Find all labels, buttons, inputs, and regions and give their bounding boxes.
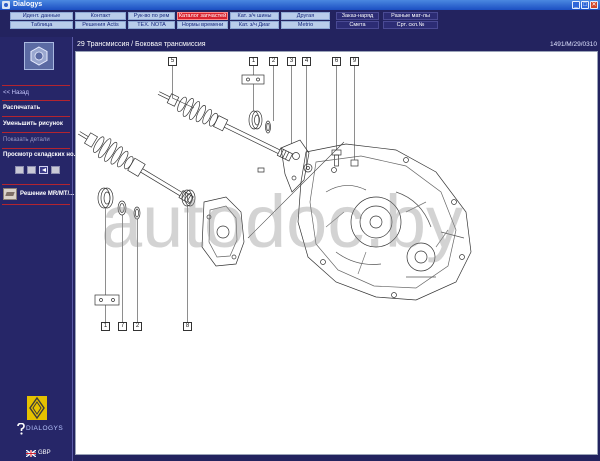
tab-parts-catalog[interactable]: Каталог запчастей — [177, 12, 228, 20]
tab-stock-number[interactable]: Срт. скл.№ — [383, 21, 438, 29]
gearbox-housing — [297, 143, 472, 301]
renault-diamond-icon — [27, 396, 47, 420]
separator — [2, 148, 70, 149]
lower-ring-7 — [117, 200, 127, 216]
separator — [2, 204, 70, 205]
tab-ident-data[interactable]: Идент. данные — [10, 12, 73, 20]
exploded-diagram[interactable]: 5 1 2 3 4 6 9 1 7 2 8 autodoc.by — [75, 51, 598, 455]
hex-nut-icon[interactable] — [24, 42, 54, 70]
pager-page[interactable] — [27, 166, 36, 174]
pager-page[interactable] — [51, 166, 60, 174]
callout-label[interactable]: 7 — [118, 322, 127, 331]
lower-bearing — [97, 187, 114, 209]
bearing-bracket — [280, 139, 310, 193]
tab-actis-solutions[interactable]: Решения Actis — [75, 21, 126, 29]
lower-ring-2 — [133, 206, 141, 220]
tab-labour-times[interactable]: Нормы времени — [177, 21, 228, 29]
back-link[interactable]: << Назад — [3, 90, 29, 96]
minimize-button[interactable]: _ — [572, 1, 580, 9]
upper-driveshaft — [157, 91, 293, 162]
tab-other[interactable]: Другая — [281, 12, 330, 20]
callout-label[interactable]: 1 — [101, 322, 110, 331]
tab-repair-manual[interactable]: Рук-во по рем — [128, 12, 175, 20]
leader-lines — [105, 66, 355, 322]
zoom-out-link[interactable]: Уменьшить рисунок — [3, 121, 63, 127]
callout-label[interactable]: 9 — [350, 57, 359, 66]
callout-label[interactable]: 5 — [168, 57, 177, 66]
callout-label[interactable]: 1 — [249, 57, 258, 66]
show-details-link[interactable]: Показать детали — [3, 137, 50, 143]
content-header: 29 Трансмиссия / Боковая трансмиссия 149… — [73, 37, 600, 51]
title-bar: Dialogys _ □ ✕ — [0, 0, 600, 10]
tab-tech-note[interactable]: TEX. NOTA — [128, 21, 175, 29]
diagram-drawing — [78, 66, 472, 322]
upper-bearing — [248, 110, 263, 130]
separator — [2, 184, 70, 185]
tab-diag-catalog[interactable]: Кат. з/ч Диаг — [230, 21, 279, 29]
uk-flag-icon[interactable] — [26, 450, 36, 457]
separator — [2, 85, 70, 86]
callout-label[interactable]: 2 — [133, 322, 142, 331]
window-title: Dialogys — [13, 1, 43, 8]
print-link[interactable]: Распечатать — [3, 105, 41, 111]
callout-label[interactable]: 6 — [332, 57, 341, 66]
tab-table[interactable]: Таблица — [10, 21, 73, 29]
close-button[interactable]: ✕ — [590, 1, 598, 9]
tab-tyres-catalog[interactable]: Кат. з/ч шины — [230, 12, 279, 20]
sidebar: << Назад Распечатать Уменьшить рисунок П… — [0, 37, 79, 461]
solution-link[interactable]: Решение MR/MT/... — [20, 191, 75, 197]
pager-page[interactable] — [39, 166, 48, 174]
separator — [2, 100, 70, 101]
separator — [2, 116, 70, 117]
drawing-code: 1491/M/29/0310 — [550, 41, 597, 48]
tab-metrio[interactable]: Metrio — [281, 21, 330, 29]
app-icon — [2, 1, 10, 9]
lower-driveshaft — [78, 131, 194, 205]
pager-page[interactable] — [15, 166, 24, 174]
dialogys-mark-icon — [17, 423, 25, 435]
callout-label[interactable]: 8 — [183, 322, 192, 331]
page-title: 29 Трансмиссия / Боковая трансмиссия — [77, 41, 206, 48]
tab-estimate[interactable]: Смета — [336, 21, 379, 29]
tab-misc-materials[interactable]: Разные мат-лы — [383, 12, 438, 20]
upper-ring — [265, 120, 271, 134]
callout-label[interactable]: 2 — [269, 57, 278, 66]
lower-bearing-8 — [181, 189, 196, 207]
currency-label[interactable]: GBP — [38, 450, 51, 456]
tab-contact[interactable]: Контакт — [75, 12, 126, 20]
tab-work-order[interactable]: Заказ-наряд — [336, 12, 379, 20]
gearbox-flange — [201, 196, 245, 267]
dialogys-wordmark: DIALOGYS — [26, 425, 64, 432]
main-menu: Идент. данные Контакт Рук-во по рем Ката… — [0, 10, 600, 37]
callout-label[interactable]: 3 — [287, 57, 296, 66]
maximize-button[interactable]: □ — [581, 1, 589, 9]
solution-image-icon[interactable] — [3, 188, 17, 200]
callout-label[interactable]: 4 — [302, 57, 311, 66]
separator — [2, 132, 70, 133]
stock-view-link[interactable]: Просмотр складских но... — [3, 152, 79, 158]
